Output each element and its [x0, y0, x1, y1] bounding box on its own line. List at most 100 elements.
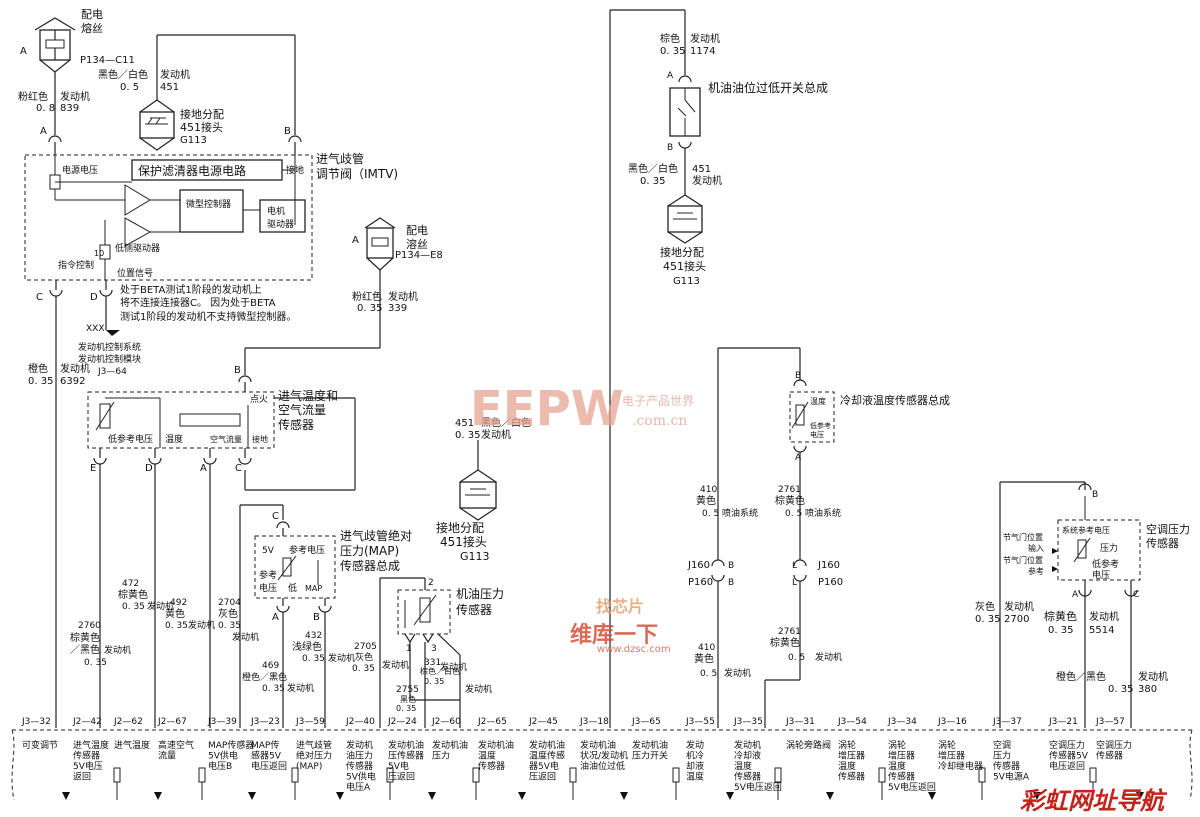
- bw8-color: 棕色／白色: [420, 666, 460, 676]
- ecm-terminal-marker: [291, 767, 299, 800]
- wire2761a-system: 喷油系统: [805, 507, 841, 519]
- ac-sysref: 系统参考电压: [1062, 525, 1110, 535]
- wire451c-system: 发动机: [692, 174, 722, 187]
- ecm-function-label: 温度: [478, 750, 496, 762]
- wm-dzsc-cn: 维库一下: [570, 622, 658, 648]
- ecm-terminal-marker: [774, 767, 782, 800]
- ac-pin-b: B: [1092, 490, 1098, 500]
- ground1-line2: 451接头: [180, 121, 223, 134]
- ecm-terminal-marker: [826, 792, 834, 800]
- wire451a-gauge: 0. 5: [120, 82, 139, 93]
- ecm-function-label: 却液: [686, 760, 704, 772]
- ecm-function-label: 5V电压返回: [734, 781, 782, 793]
- bw7-color: 黑色: [400, 694, 416, 704]
- maf-low-ref: 低参考电压: [108, 433, 153, 445]
- wire5514-gauge: 0. 35: [1048, 625, 1073, 636]
- bw8-gauge: 0. 35: [424, 677, 444, 686]
- imtv-pos: 位置信号: [117, 267, 153, 279]
- ecm-terminal-marker: [620, 792, 628, 800]
- wire410b-gauge: 0. 5: [700, 669, 717, 679]
- bw4-circuit: 469: [262, 661, 279, 671]
- imtv-motor2: 驱动器: [267, 219, 294, 230]
- bw3-color: 灰色: [218, 607, 238, 620]
- ecm-terminal-marker: [386, 767, 394, 800]
- ground-g113-b: [459, 469, 497, 521]
- imtv-pin-a-label: A: [40, 126, 47, 137]
- oillevel-pin-b: B: [667, 143, 673, 153]
- wm-eepw-url: .com.cn: [632, 413, 687, 429]
- ecm-function-label: 涡轮旁路阀: [786, 739, 831, 751]
- imtv-pin-b-label: B: [284, 126, 291, 137]
- ecm-function-label: (MAP): [296, 762, 322, 772]
- ecm-function-label: 发动机油: [388, 739, 424, 751]
- note-line1: 处于BETA测试1阶段的发动机上: [120, 283, 262, 296]
- wire451b-color: 黑色／白色: [481, 416, 531, 429]
- maf-pin-c: C: [235, 463, 242, 474]
- ac-pressure: 压力: [1100, 542, 1118, 554]
- wire339-color: 粉红色: [352, 290, 382, 303]
- wire339-circuit: 339: [388, 303, 407, 314]
- ecm-pin-label: J3—18: [579, 717, 609, 727]
- bw0-color2: ／黑色: [70, 643, 100, 656]
- ecm-function-label: 传感器: [73, 750, 100, 762]
- wire339-system: 发动机: [388, 290, 418, 303]
- ecm-pin-label: J3—65: [631, 717, 661, 727]
- ecm-terminal-marker: [726, 792, 734, 800]
- wire410a-color: 黄色: [696, 494, 716, 507]
- wire380-gauge: 0. 35: [1108, 684, 1133, 695]
- map-pin-c: C: [272, 511, 279, 522]
- ecm-function-label: MAP传感器: [208, 739, 254, 751]
- ecm-pin-label: J3—31: [785, 717, 815, 727]
- bw8-circuit: 331: [424, 658, 441, 668]
- wire2761a-gauge: 0. 5: [785, 509, 802, 519]
- bw5-gauge: 0. 35: [302, 654, 325, 664]
- ecm-function-label: 高速空气: [158, 739, 194, 751]
- wire5514-system: 发动机: [1089, 610, 1119, 623]
- bw7-system: 发动机: [440, 661, 467, 673]
- maf-airflow: 空气流量: [210, 434, 242, 444]
- maf-temp: 温度: [165, 433, 183, 445]
- wire2761a-color: 棕黄色: [775, 494, 805, 507]
- imtv-supply: 电源电压: [62, 164, 98, 176]
- ecm-function-label: 5V供电: [346, 771, 376, 783]
- ecm-function-label: 传感器: [734, 771, 761, 783]
- imtv-cmd: 指令控制: [58, 259, 94, 271]
- oilp-pin-3: 3: [431, 644, 437, 654]
- ecm-function-label: 传感器: [888, 771, 915, 783]
- ecm-function-label: 空调压力: [1096, 739, 1132, 751]
- watermark-dzsc: 找芯片 维库一下 www.dzsc.com: [570, 597, 671, 655]
- wire6392-system: 发动机: [60, 362, 90, 375]
- ecm-terminal-marker: [62, 792, 70, 800]
- ecm-terminal-marker: [113, 767, 121, 800]
- ground-g113-a: [139, 99, 175, 151]
- ac-lowref1: 低参考: [1092, 558, 1119, 570]
- ecm-function-label: 温度: [734, 760, 752, 772]
- ground-g113-c: [667, 194, 703, 244]
- maf-title2: 空气流量: [278, 402, 326, 417]
- wire5514-color: 棕黄色: [1044, 609, 1077, 623]
- ecm-function-label: 压返回: [388, 771, 415, 783]
- ecm-function-label: 油油位过低: [580, 760, 625, 772]
- ecm-function-label: 发动机油: [529, 739, 565, 751]
- bw2-gauge: 0. 35: [165, 621, 188, 631]
- ecm-function-label: 传感器: [478, 760, 505, 772]
- ac-lowref2: 电压: [1092, 569, 1110, 581]
- ground1-code: G113: [180, 135, 207, 146]
- map-sensor: 5V 参考电压 参考 电压 低 MAP: [254, 535, 336, 599]
- ecm-function-label: 进气歧管: [296, 739, 332, 751]
- ecm-function-label: 发动机油: [580, 739, 616, 751]
- wm-footer: 彩虹网址导航: [1020, 787, 1168, 815]
- bw0-system: 发动机: [104, 644, 131, 656]
- ecm-function-label: 压力: [432, 750, 450, 762]
- ecm-pin-label: J3—21: [1048, 717, 1078, 727]
- ecm-terminal-marker: [672, 767, 680, 800]
- maf-title3: 传感器: [278, 417, 314, 432]
- ecm-terminal-marker: [248, 792, 256, 800]
- ac-pin-a: A: [1072, 590, 1079, 600]
- bw0-circuit: 2760: [78, 621, 101, 631]
- j160-a-top: J160: [687, 560, 710, 571]
- ground3-line2: 451接头: [663, 260, 706, 273]
- j160-a-bottom: P160: [688, 577, 713, 588]
- imtv-pin-d: D: [90, 292, 98, 303]
- ecm-terminal-marker: [154, 792, 162, 800]
